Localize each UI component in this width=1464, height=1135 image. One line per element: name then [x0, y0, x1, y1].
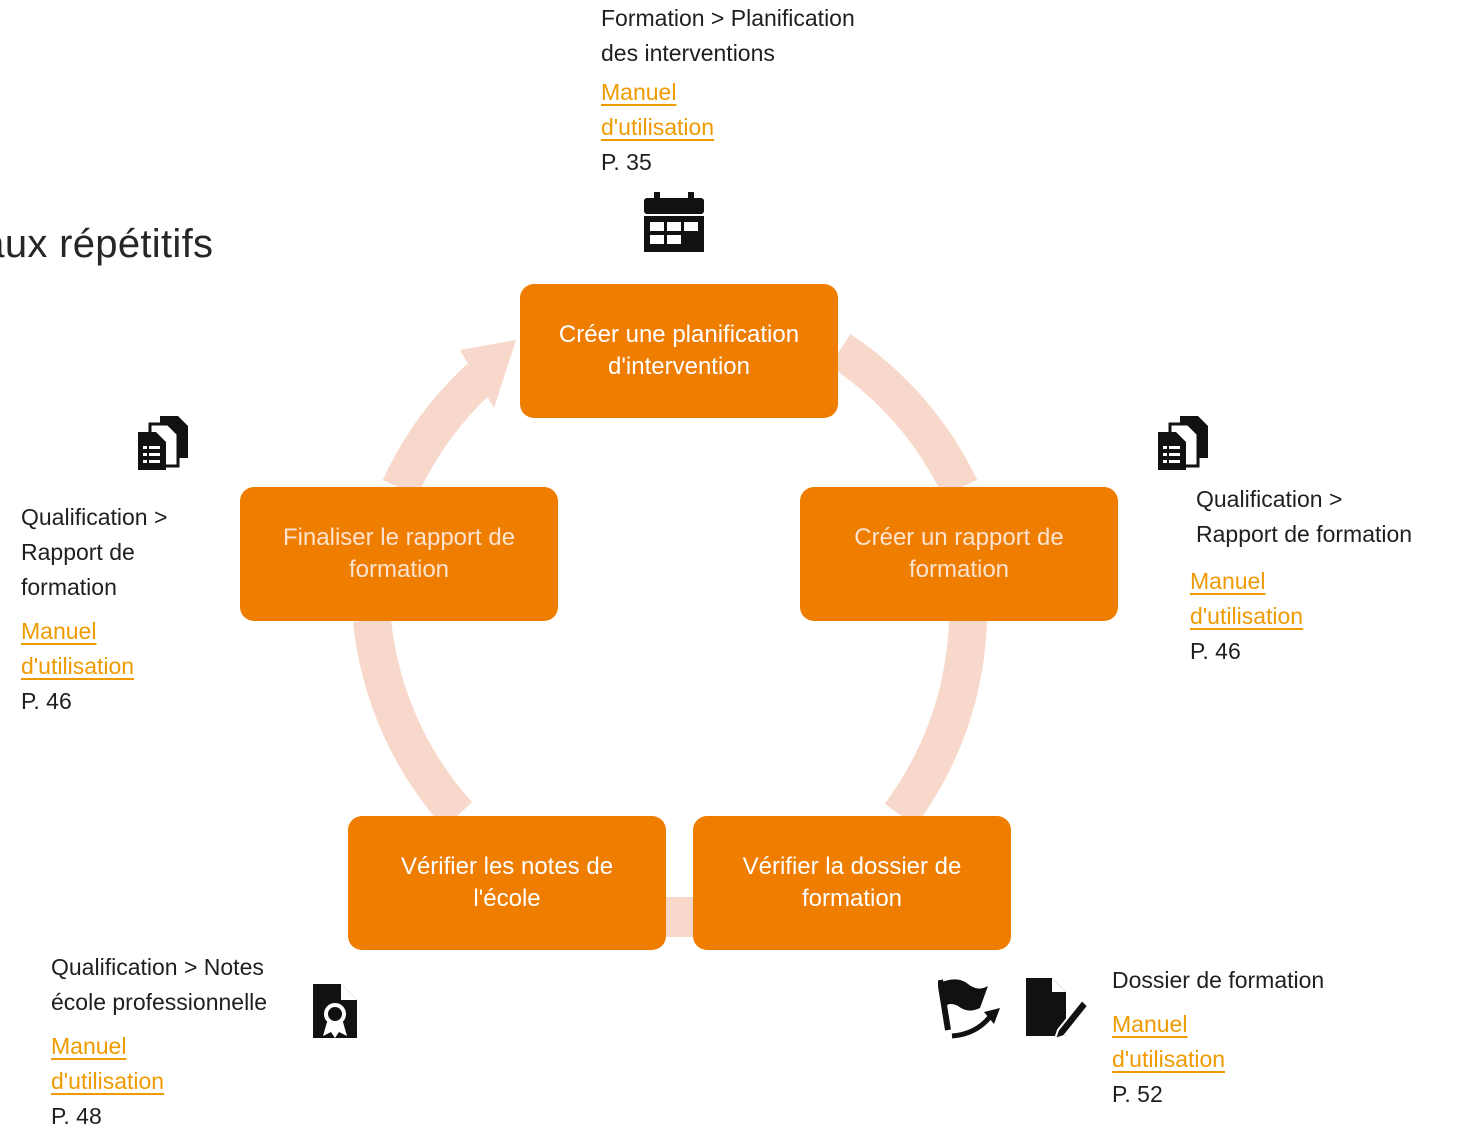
cycle-connector-bottom: [664, 897, 698, 937]
step-create-planning-label: Créer une planification d'intervention: [558, 321, 800, 380]
note-top: Formation > Planification des interventi…: [601, 1, 855, 180]
note-left-manual-link-1[interactable]: Manuel: [21, 618, 97, 644]
note-right-path-2: Rapport de formation: [1196, 521, 1413, 547]
note-bottom-right-manual-link-2[interactable]: d'utilisation: [1112, 1046, 1226, 1072]
note-left-manual-link-2[interactable]: d'utilisation: [21, 653, 135, 679]
note-bottom-left-path-2: école professionnelle: [51, 989, 268, 1015]
note-top-path-1: Formation > Planification: [601, 5, 855, 31]
note-bottom-left-manual-link-1[interactable]: Manuel: [51, 1033, 127, 1059]
note-bottom-right: Dossier de formation Manuel d'utilisatio…: [1112, 963, 1324, 1112]
note-top-manual-link-1[interactable]: Manuel: [601, 79, 677, 105]
step-create-report: Créer un rapport de formation: [800, 487, 1118, 621]
flag-arrow-icon: [938, 979, 1000, 1039]
calendar-icon: [644, 192, 704, 252]
documents-icon: [138, 416, 188, 470]
note-bottom-right-manual-link-1[interactable]: Manuel: [1112, 1011, 1188, 1037]
note-right-manual-link-1[interactable]: Manuel: [1190, 568, 1266, 594]
note-bottom-left-manual-link-2[interactable]: d'utilisation: [51, 1068, 165, 1094]
note-top-path-2: des interventions: [601, 40, 775, 66]
step-check-school-grades-label: Vérifier les notes de l'école: [400, 853, 614, 912]
certificate-icon: [313, 984, 357, 1038]
note-left-path-1: Qualification >: [21, 504, 168, 530]
note-top-page: P. 35: [601, 149, 652, 175]
documents-icon: [1158, 416, 1208, 470]
step-check-school-grades: Vérifier les notes de l'école: [348, 816, 666, 950]
file-pen-icon: [1026, 978, 1090, 1040]
step-create-planning: Créer une planification d'intervention: [520, 284, 838, 418]
note-left-path-2: Rapport de: [21, 539, 135, 565]
step-check-training-file: Vérifier la dossier de formation: [693, 816, 1011, 950]
note-bottom-right-path-1: Dossier de formation: [1112, 967, 1325, 993]
note-left-page: P. 46: [21, 688, 72, 714]
step-finalize-report: Finaliser le rapport de formation: [240, 487, 558, 621]
page-title: vaux répétitifs: [0, 222, 214, 266]
note-bottom-right-page: P. 52: [1112, 1081, 1163, 1107]
note-bottom-left-page: P. 48: [51, 1103, 102, 1129]
cycle-arrowhead: [460, 340, 516, 408]
step-finalize-report-label: Finaliser le rapport de formation: [282, 524, 516, 583]
note-bottom-left-path-1: Qualification > Notes: [51, 954, 264, 980]
cycle-arc-top-left: [382, 363, 494, 497]
note-right-page: P. 46: [1190, 638, 1241, 664]
note-bottom-left: Qualification > Notes école professionne…: [51, 950, 267, 1134]
note-top-manual-link-2[interactable]: d'utilisation: [601, 114, 715, 140]
cycle-arc-right: [884, 619, 987, 827]
note-left: Qualification > Rapport de formation Man…: [21, 500, 167, 719]
note-right-manual-link-2[interactable]: d'utilisation: [1190, 603, 1304, 629]
step-check-training-file-label: Vérifier la dossier de formation: [742, 853, 962, 912]
note-right: Qualification > Rapport de formation: [1196, 482, 1412, 552]
note-left-path-3: formation: [21, 574, 117, 600]
step-create-report-label: Créer un rapport de formation: [854, 524, 1064, 583]
cycle-arc-left: [353, 617, 473, 828]
note-right-manual: Manuel d'utilisation P. 46: [1190, 564, 1303, 669]
note-right-path-1: Qualification >: [1196, 486, 1343, 512]
cycle-arc-top-right: [829, 334, 978, 497]
